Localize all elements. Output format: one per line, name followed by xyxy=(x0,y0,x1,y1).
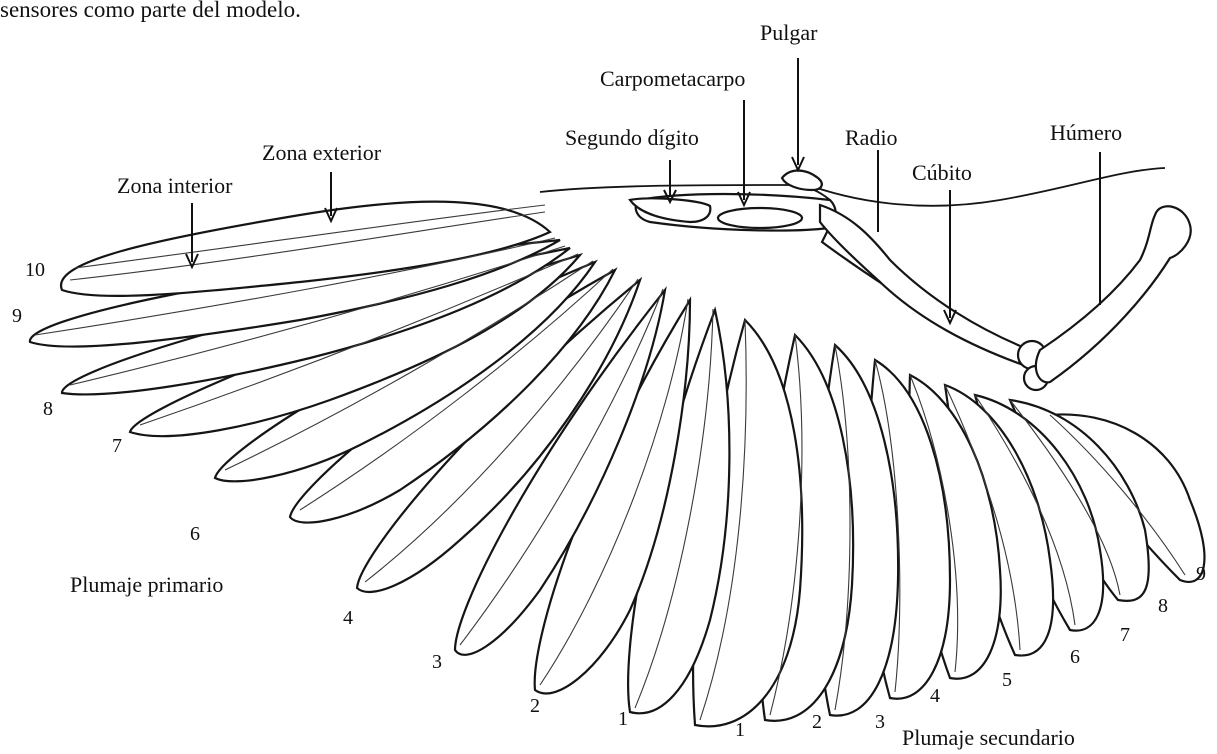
secondary-number-1: 1 xyxy=(735,719,745,741)
label-plumaje-secundario: Plumaje secundario xyxy=(902,725,1075,750)
label-pulgar: Pulgar xyxy=(760,20,818,45)
label-zona-exterior: Zona exterior xyxy=(262,140,382,165)
secondary-number-9: 9 xyxy=(1196,563,1206,585)
label-plumaje-primario: Plumaje primario xyxy=(70,572,223,597)
primary-number-6: 6 xyxy=(190,523,200,545)
label-zona-interior: Zona interior xyxy=(117,173,233,198)
secondary-number-7: 7 xyxy=(1120,624,1130,646)
primary-number-9: 9 xyxy=(12,305,22,327)
ulna-bone xyxy=(820,205,1036,366)
primary-number-8: 8 xyxy=(43,398,53,420)
primary-number-1: 1 xyxy=(618,708,628,730)
body-contour xyxy=(800,168,1165,206)
primary-number-10: 10 xyxy=(25,259,45,281)
secondary-number-4: 4 xyxy=(930,685,940,707)
primary-number-4: 4 xyxy=(343,607,353,629)
label-carpometacarpo: Carpometacarpo xyxy=(600,66,745,91)
secondary-number-3: 3 xyxy=(875,711,885,733)
label-humero: Húmero xyxy=(1050,120,1122,145)
primary-number-7: 7 xyxy=(112,435,122,457)
label-cubito: Cúbito xyxy=(912,160,972,185)
label-segundo-digito: Segundo dígito xyxy=(565,125,699,150)
primary-number-3: 3 xyxy=(432,651,442,673)
secondary-feathers xyxy=(693,320,1204,726)
secondary-number-8: 8 xyxy=(1158,595,1168,617)
humerus-bone xyxy=(1036,206,1191,382)
label-radio: Radio xyxy=(845,125,898,150)
secondary-number-2: 2 xyxy=(812,711,822,733)
secondary-number-5: 5 xyxy=(1002,669,1012,691)
thumb-bone xyxy=(782,171,822,191)
caption-fragment: sensores como parte del modelo. xyxy=(0,0,301,22)
primary-number-2: 2 xyxy=(530,695,540,717)
secondary-number-6: 6 xyxy=(1070,646,1080,668)
